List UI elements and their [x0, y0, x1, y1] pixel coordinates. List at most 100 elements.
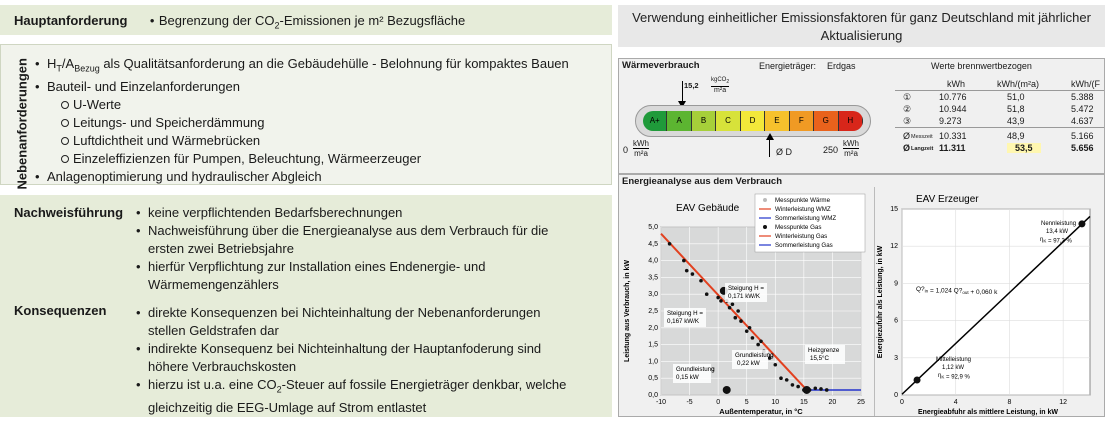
eta-part: = 92,9 % [944, 375, 970, 381]
konsequenzen-title: Konsequenzen [14, 303, 107, 318]
y-tick-label: 4,0 [648, 258, 658, 265]
messpunkt-gas [767, 356, 772, 360]
y-tick-label: 3,5 [648, 274, 658, 281]
scale-segment: A+ [643, 111, 668, 131]
neben-item-anlagen: Anlagenoptimierung und hydraulischer Abg… [35, 168, 605, 186]
row-sublabel: Messzeit [911, 134, 933, 140]
annotation: 1,12 kW [942, 365, 964, 371]
legend-entry: Winterleistung WMZ [775, 206, 831, 213]
avg-label: Ø D [776, 147, 793, 157]
messpunkt-gas [716, 295, 720, 300]
messpunkt-gas [756, 342, 760, 347]
messpunkt-gas [736, 309, 740, 313]
messpunkt-gas [744, 329, 749, 333]
cell-kwh: 10.331 [939, 131, 967, 141]
konsequenzen-item-cont: höhere Verbrauchskosten [148, 359, 297, 374]
neben-item-bauteil: Bauteil- und Einzelanforderungen [35, 78, 605, 96]
annotation: Grundleistung [735, 352, 774, 359]
marker-top-arrow [682, 81, 683, 107]
traeger-value: Erdgas [827, 61, 856, 71]
konsequenzen-list: direkte Konsequenzen bei Nichteinhaltung… [136, 304, 606, 417]
right-header-line1: Verwendung einheitlicher Emissionsfaktor… [632, 10, 1091, 25]
messpunkt-erzeuger [913, 376, 921, 384]
cell-kwh-f: 4.637 [1071, 116, 1094, 126]
chart-divider [874, 187, 875, 416]
neben-sub-item: Luftdichtheit und Wärmebrücken [59, 132, 605, 150]
waermeverbrauch-panel: Wärmeverbrauch Energieträger: Erdgas Wer… [618, 58, 1105, 174]
nachweis-list: keine verpflichtenden Bedarfsberechnunge… [136, 204, 606, 294]
y-tick-label: 9 [894, 280, 898, 287]
waerme-title: Wärmeverbrauch [622, 60, 700, 71]
konsequenzen-item: direkte Konsequenzen bei Nichteinhaltung… [136, 304, 606, 322]
x-axis-label: Außentemperatur, in °C [719, 407, 803, 416]
annotation-box [732, 350, 768, 369]
annotation: 15,5°C [810, 355, 830, 362]
nachweis-item-cont: Wärmemengenzählers [148, 277, 279, 292]
messpunkt-gas [730, 302, 735, 307]
messpunkt-gas [739, 319, 743, 323]
row-label: Ø [903, 143, 911, 153]
messpunkt-gas [719, 299, 723, 303]
neben-sub-item: Leitungs- und Speicherdämmung [59, 114, 605, 132]
x-tick-label: 4 [954, 399, 958, 406]
x-tick-label: 25 [857, 399, 865, 406]
annotation: Grundleistung [676, 366, 715, 373]
cell-kwh-m2a: 51,8 [1007, 104, 1025, 114]
cell-kwh: 10.944 [939, 104, 967, 114]
energieanalyse-title: Energieanalyse aus dem Verbrauch [622, 176, 782, 187]
hauptanforderung-title: Hauptanforderung [14, 13, 128, 28]
row-label: ② [903, 104, 912, 114]
x-tick-label: 0 [716, 399, 720, 406]
messpunkt-gas [824, 388, 829, 392]
unit-left: kWh m²a [633, 139, 649, 158]
konsequenzen-item: indirekte Konsequenz bei Nichteinhaltung… [136, 340, 606, 358]
nebenanforderungen-label: Nebenanforderungen [14, 58, 30, 190]
y-tick-label: 12 [890, 243, 898, 250]
y-axis-label: Energiezufuhr als Leistung, in kW [877, 245, 884, 358]
legend-box [754, 193, 866, 253]
nachweis-title: Nachweisführung [14, 205, 124, 220]
annotation-eta: ηK = 97,3 % [1040, 237, 1073, 245]
right-header-line2: Aktualisierung [820, 28, 903, 43]
cell-kwh: 9.273 [939, 116, 962, 126]
y-tick-label: 0,0 [648, 392, 658, 399]
legend-marker [763, 198, 767, 202]
y-tick-label: 4,5 [648, 241, 658, 248]
messpunkt-gas [790, 383, 795, 387]
konsequenzen-item-cont: stellen Geldstrafen dar [148, 323, 279, 338]
messpunkt-erzeuger [1078, 220, 1086, 228]
avg-arrowhead [766, 133, 774, 140]
wertebasis: Werte brennwertbezogen [931, 61, 1032, 71]
marker-top-arrowhead [678, 101, 686, 108]
y-tick-label: 0,5 [648, 375, 658, 382]
eta-part: η [1040, 237, 1043, 243]
hauptanforderung-box: Hauptanforderung • Begrenzung der CO2-Em… [0, 5, 612, 35]
messpunkt-gas [722, 385, 731, 394]
cell-kwh-f: 5.472 [1071, 104, 1094, 114]
legend-entry: Messpunkte Wärme [775, 197, 831, 204]
equation-part: = 1,024 Q? [928, 288, 963, 295]
cell-kwh-m2a: 43,9 [1007, 116, 1025, 126]
messpunkt-gas [796, 384, 800, 389]
messpunkt-gas [779, 376, 783, 380]
messpunkt-gas [733, 315, 738, 320]
nachweis-item-cont: ersten zwei Betriebsjahre [148, 241, 294, 256]
messpunkt-gas [682, 258, 686, 263]
annotation: 13,4 kW [1046, 229, 1068, 235]
marker-top-value: 15,2 [684, 81, 699, 90]
annotation-box [805, 345, 845, 364]
x-tick-label: 10 [771, 399, 779, 406]
scale-segment: A [667, 111, 692, 131]
messpunkt-gas [684, 268, 689, 273]
unit-top: kgCO2 m²a [711, 77, 730, 95]
cell-kwh-f: 5.388 [1071, 92, 1094, 102]
legend-entry: Sommerleistung WMZ [775, 215, 836, 222]
y-tick-label: 6 [894, 318, 898, 325]
legend-entry: Winterleistung Gas [775, 233, 827, 240]
equation-part: Q? [916, 286, 925, 293]
